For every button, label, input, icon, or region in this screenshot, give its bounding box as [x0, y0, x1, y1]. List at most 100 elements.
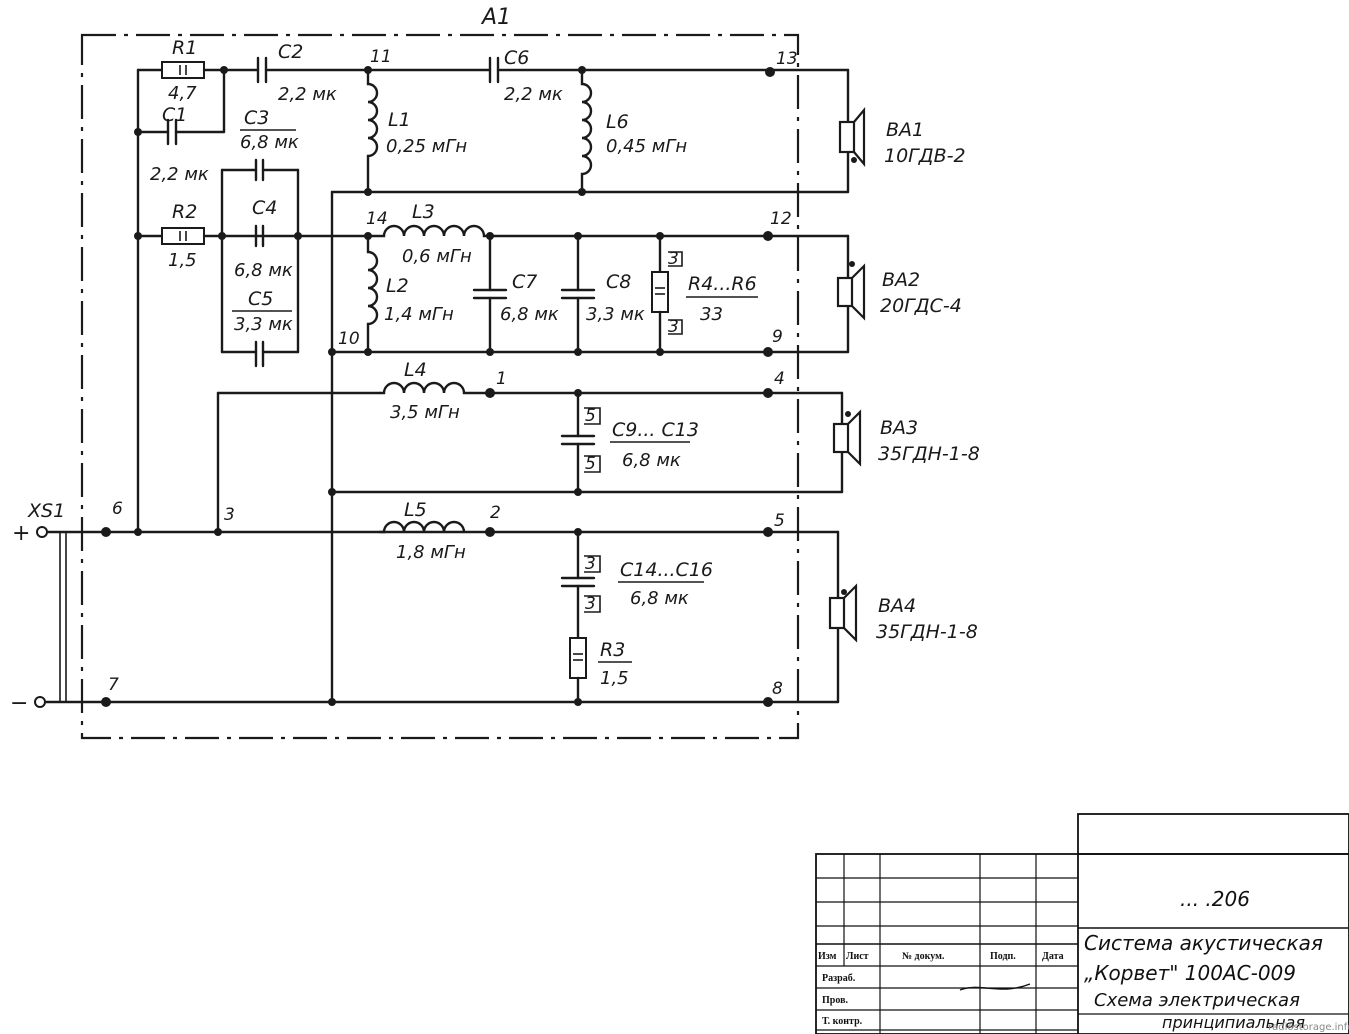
r1-label: R1 [172, 37, 197, 59]
c9-bracket-2 [584, 455, 601, 473]
ba2-polarity [849, 261, 855, 267]
l1-value: 0,25 мГн [386, 136, 467, 157]
c6-value: 2,2 мк [504, 84, 563, 105]
node-11: 11 [370, 47, 392, 67]
tb-header-izm: Изм [818, 951, 837, 962]
l6-value: 0,45 мГн [606, 136, 687, 157]
c9-bracket [584, 407, 601, 425]
ba1-cone [853, 106, 866, 168]
c7-value: 6,8 мк [500, 304, 559, 325]
ba3-polarity [845, 411, 851, 417]
tb-row-prov: Пров. [822, 995, 848, 1006]
node-14: 14 [366, 209, 388, 229]
c5-value: 3,3 мк [234, 314, 293, 335]
l3-coil [366, 224, 774, 238]
c9c13-count-bottom: 5 [585, 454, 596, 474]
node-9: 9 [772, 327, 783, 347]
l5-label: L5 [404, 499, 427, 521]
c7-label: C7 [512, 271, 537, 293]
ba4-type: 35ГДН-1-8 [876, 621, 978, 643]
c14c16-label: C14...C16 [620, 559, 713, 581]
node-5: 5 [774, 511, 785, 531]
tb-row-tkontr: Т. контр. [822, 1016, 863, 1027]
ba3-ref: BA3 [880, 417, 918, 439]
c1-label: C1 [162, 104, 187, 126]
minus-terminal [34, 696, 46, 708]
title-line-1: Система акустическая [1084, 931, 1323, 955]
plus-terminal [36, 526, 48, 538]
ba4-speaker-icon [828, 596, 846, 630]
ba1-type: 10ГДВ-2 [884, 145, 966, 167]
c9c13-label: C9... C13 [612, 419, 699, 441]
r4r6-body [651, 271, 669, 313]
signature-mark [959, 983, 1031, 991]
ba1-ref: BA1 [886, 119, 924, 141]
assembly-label: A1 [480, 5, 511, 30]
l2-value: 1,4 мГн [384, 304, 454, 325]
l2-coil [366, 234, 379, 354]
c5-label: C5 [248, 288, 273, 310]
l4-label: L4 [404, 359, 427, 381]
l3-value: 0,6 мГн [402, 246, 472, 267]
ba3-type: 35ГДН-1-8 [878, 443, 980, 465]
tb-header-date: Дата [1042, 951, 1064, 962]
r4r6-count-top: 3 [668, 249, 679, 269]
node-8: 8 [772, 679, 783, 699]
ba4-polarity [841, 589, 847, 595]
c2-label: C2 [278, 41, 303, 63]
r4r6-count-bottom: 3 [668, 317, 679, 337]
r4r6-label: R4...R6 [688, 273, 757, 295]
title-line-2: „Корвет" 100АС-009 [1084, 961, 1296, 985]
c1-value: 2,2 мк [150, 164, 209, 185]
l1-coil [366, 68, 379, 194]
c14c16-count-top: 3 [585, 554, 596, 574]
r3-value: 1,5 [600, 668, 629, 689]
watermark: radiostorage.info [1268, 1022, 1349, 1033]
node-10: 10 [338, 329, 360, 349]
c3-label: C3 [244, 107, 269, 129]
r4-bracket-2 [668, 319, 683, 335]
c14c16-count-bottom: 3 [585, 594, 596, 614]
c9c13-count-top: 5 [585, 406, 596, 426]
r3-label: R3 [600, 639, 625, 661]
ba3-cone [847, 409, 862, 467]
c6-label: C6 [504, 47, 529, 69]
title-block [815, 813, 1349, 1034]
c8-label: C8 [606, 271, 631, 293]
r1-body [161, 61, 205, 79]
c4-label: C4 [252, 197, 277, 219]
ba1-speaker-icon [838, 120, 856, 154]
node-1: 1 [496, 369, 507, 389]
doc-number: ... .206 [1180, 887, 1250, 911]
ba4-cone [843, 583, 858, 643]
title-line-3: Схема электрическая [1094, 990, 1300, 1011]
ba2-ref: BA2 [882, 269, 920, 291]
l5-value: 1,8 мГн [396, 542, 466, 563]
c2-value: 2,2 мк [278, 84, 337, 105]
r1-value: 4,7 [168, 83, 197, 104]
r2-body [161, 227, 205, 245]
ba1-polarity [851, 157, 857, 163]
l1-label: L1 [388, 109, 411, 131]
r2-value: 1,5 [168, 250, 197, 271]
connector-label: XS1 [27, 500, 65, 522]
r2-label: R2 [172, 201, 197, 223]
node-4: 4 [774, 369, 785, 389]
l2-label: L2 [386, 275, 409, 297]
l6-label: L6 [606, 111, 629, 133]
l6-coil [580, 68, 593, 194]
l5-coil [378, 520, 466, 534]
tb-header-list: Лист [846, 951, 869, 962]
minus-sign: − [10, 691, 28, 716]
r4r6-value: 33 [700, 304, 723, 325]
node-3: 3 [224, 505, 235, 525]
c4-value: 6,8 мк [234, 260, 293, 281]
ba2-cone [851, 263, 866, 321]
title-line-4: принципиальная [1162, 1013, 1305, 1032]
c14-bracket-2 [584, 595, 601, 613]
c14-bracket [584, 555, 601, 573]
l4-coil [378, 381, 844, 395]
r4-bracket [668, 251, 683, 267]
ba2-speaker-icon [836, 276, 854, 308]
